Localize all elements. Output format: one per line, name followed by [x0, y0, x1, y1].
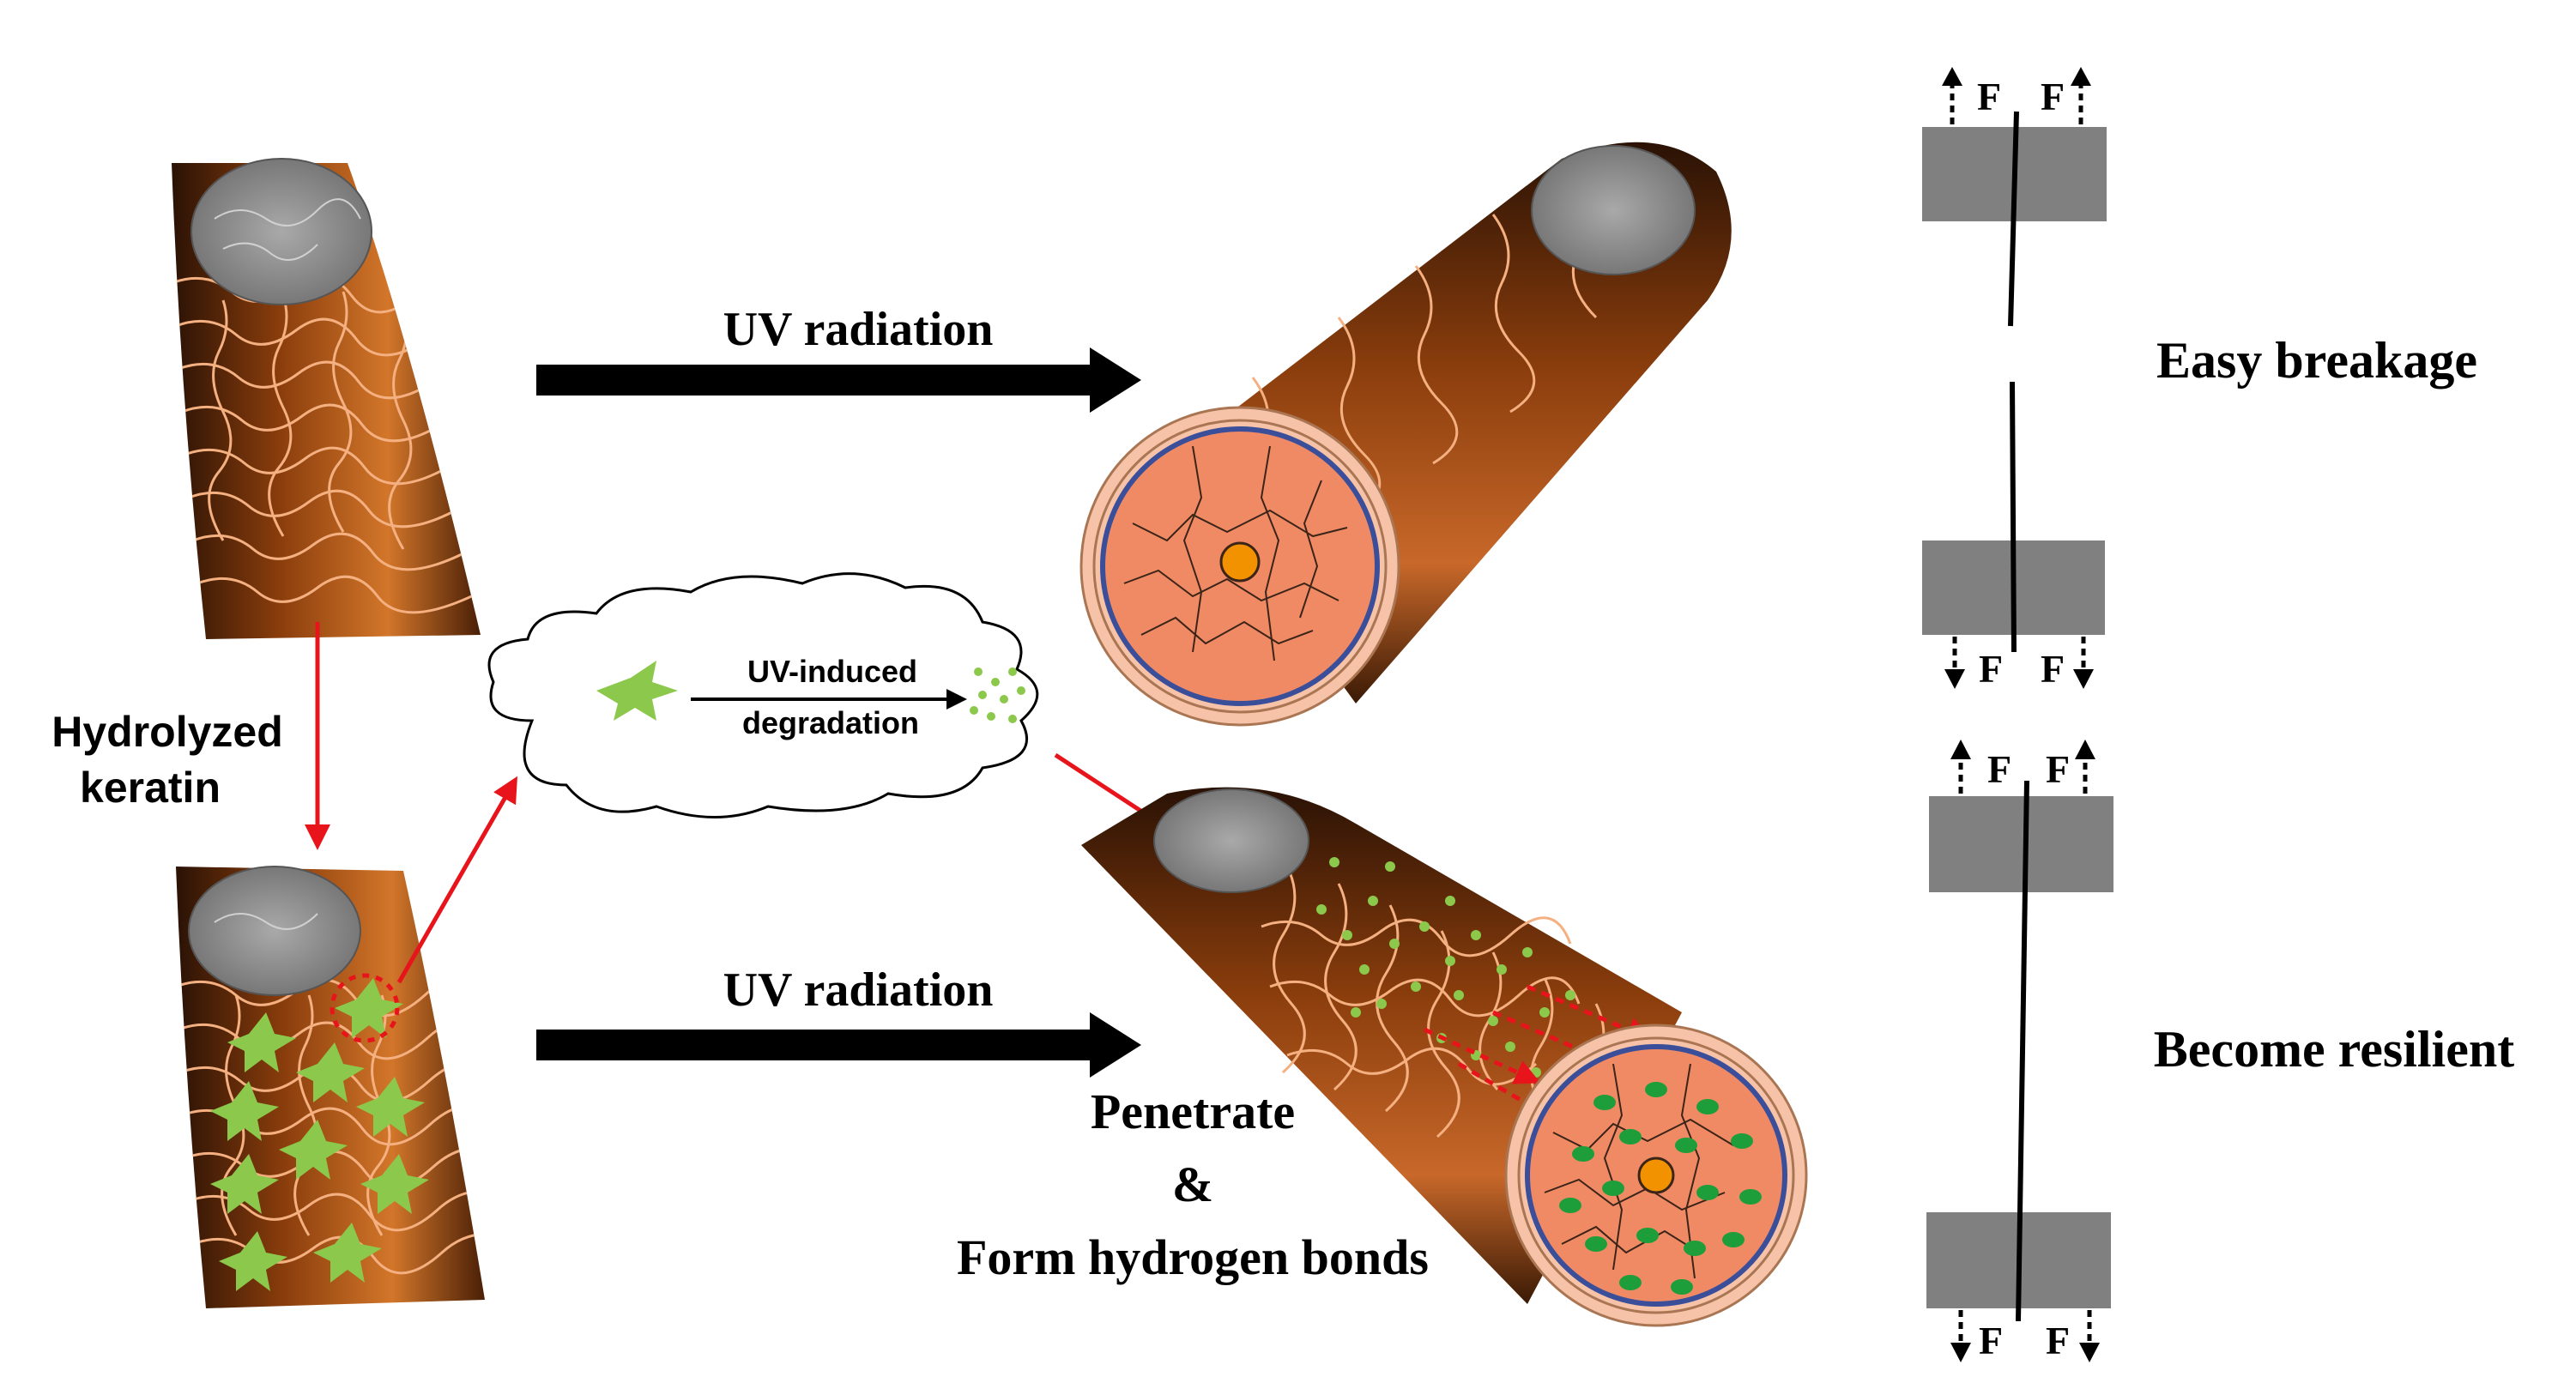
label-degradation: degradation — [742, 705, 919, 740]
label-penetrate: Penetrate — [1091, 1084, 1295, 1139]
broken-fiber-upper — [2008, 111, 2019, 327]
broken-fiber-lower — [2010, 381, 2017, 653]
force-label: F — [2046, 1319, 2070, 1362]
degraded-keratin-fragments — [1316, 857, 1575, 1078]
keratin-molecule-icon — [596, 661, 678, 721]
force-label: F — [1979, 647, 2003, 691]
label-ampersand: & — [1172, 1156, 1213, 1212]
hair-cross-section-protected — [1504, 1024, 1808, 1327]
label-hydrolyzed: Hydrolyzed — [51, 708, 283, 756]
red-arrow-to-cloud — [396, 776, 517, 984]
label-easy-breakage: Easy breakage — [2156, 332, 2477, 389]
label-uv-radiation-top: UV radiation — [723, 303, 994, 356]
hydrogen-bond-sites — [1559, 1082, 1762, 1295]
force-label: F — [1987, 747, 2011, 791]
top-grip — [1929, 796, 2113, 892]
label-uv-induced: UV-induced — [747, 654, 917, 689]
degradation-cloud: UV-induced degradation — [487, 572, 1039, 818]
sem-cross-section — [1153, 788, 1309, 893]
hair-cross-section-damaged — [1079, 406, 1400, 727]
sem-cross-section — [190, 158, 372, 305]
tensile-test-resilient: F F F F — [1926, 740, 2113, 1362]
hair-segment-untreated — [172, 158, 481, 639]
keratin-molecules — [210, 978, 429, 1291]
label-keratin: keratin — [80, 764, 221, 812]
force-label: F — [2041, 75, 2065, 118]
hair-damaged — [1079, 142, 1732, 727]
medulla — [1637, 1156, 1675, 1194]
degraded-fragments-icon — [970, 667, 1025, 723]
highlight-circle — [330, 973, 400, 1043]
cuticle-scales — [172, 275, 481, 614]
intact-fiber — [2016, 780, 2029, 1322]
force-label: F — [2041, 647, 2065, 691]
force-label: F — [1977, 75, 2001, 118]
label-become-resilient: Become resilient — [2154, 1021, 2514, 1078]
medulla — [1219, 541, 1261, 583]
label-uv-radiation-bottom: UV radiation — [723, 963, 994, 1017]
uv-arrow-bottom — [536, 1012, 1141, 1078]
sem-cross-section — [1531, 145, 1696, 275]
hair-segment-keratin-treated — [176, 866, 485, 1308]
force-label: F — [1979, 1319, 2003, 1362]
force-label: F — [2046, 747, 2070, 791]
label-form-hydrogen-bonds: Form hydrogen bonds — [957, 1229, 1429, 1285]
tensile-test-easy-breakage: F F F F — [1922, 67, 2107, 691]
uv-arrow-top — [536, 347, 1141, 413]
hair-protected — [1081, 787, 1808, 1327]
sem-cross-section — [188, 866, 361, 996]
